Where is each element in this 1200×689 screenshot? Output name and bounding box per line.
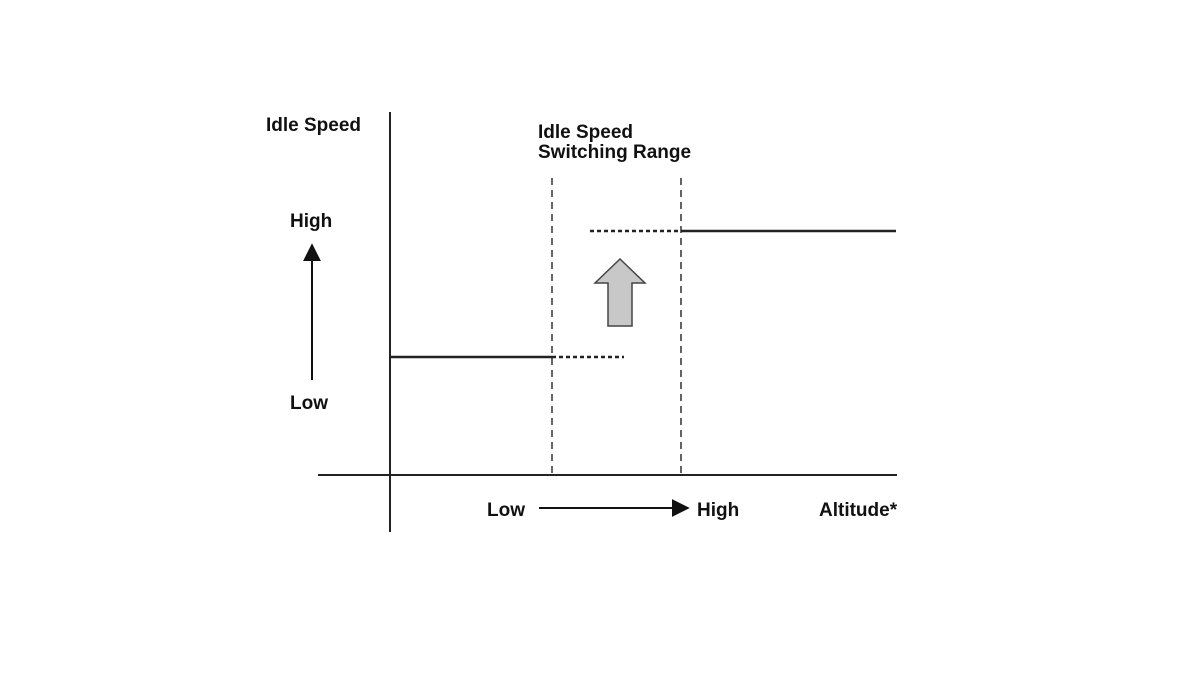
x-high-label: High: [697, 500, 739, 521]
x-axis-title: Altitude*: [819, 500, 898, 521]
y-axis-title: Idle Speed: [266, 115, 361, 136]
up-block-arrow-icon: [593, 257, 647, 327]
y-low-label: Low: [290, 393, 328, 414]
x-low-label: Low: [487, 500, 525, 521]
y-high-label: High: [290, 211, 332, 232]
switching-range-title-line2: Switching Range: [538, 142, 691, 163]
switching-range-title-line1: Idle Speed: [538, 122, 633, 143]
